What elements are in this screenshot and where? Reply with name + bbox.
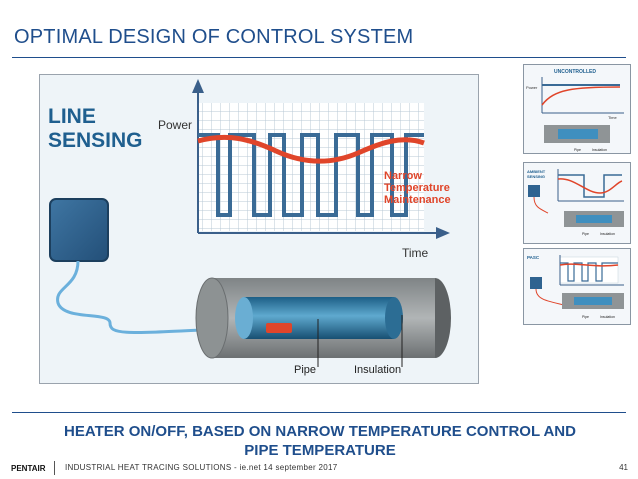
thumb1-heading: UNCONTROLLED (554, 69, 596, 75)
figure-heading-line1: LINE (48, 105, 96, 128)
thumbnail-pasc: PASC Pipe Insulation (523, 248, 631, 325)
thumb2-heading-line2: SENSING (527, 174, 545, 179)
footer-text: INDUSTRIAL HEAT TRACING SOLUTIONS - ie.n… (65, 463, 338, 472)
caption-divider (12, 412, 626, 413)
title-divider (12, 57, 626, 58)
thumb3-pipe-label: Pipe (582, 315, 589, 319)
x-axis-label: Time (402, 246, 429, 260)
temperature-sensor (266, 323, 292, 333)
power-signal (198, 133, 424, 217)
pipe-end (385, 297, 403, 339)
annotation-line2: Temperature (384, 182, 450, 194)
caption-line2: PIPE TEMPERATURE (244, 442, 396, 459)
thumb1-insulation-label: Insulation (592, 148, 607, 152)
brand-logo: PENTAIR (11, 464, 46, 473)
figure-heading-line2: SENSING (48, 129, 143, 152)
x-axis-arrow-icon (436, 227, 450, 239)
pipe-label: Pipe (294, 364, 316, 376)
insulation-front (195, 277, 229, 359)
thumbnail-ambient-sensing: AMBIENT SENSING Pipe Insulation (523, 162, 631, 244)
line-sensing-figure: LINE SENSING Power Time Narrow Temperatu… (39, 74, 479, 384)
thumb2-heading-line1: AMBIENT (527, 169, 546, 174)
thumbnail-pasc-illustration: PASC Pipe Insulation (527, 255, 624, 319)
slide-title: OPTIMAL DESIGN OF CONTROL SYSTEM (14, 26, 414, 48)
line-sensing-illustration: LINE SENSING Power Time Narrow Temperatu… (48, 79, 451, 376)
footer-separator (54, 461, 55, 475)
temperature-curve (197, 134, 425, 164)
slide-caption: HEATER ON/OFF, BASED ON NARROW TEMPERATU… (24, 422, 616, 460)
thumbnail-uncontrolled-illustration: UNCONTROLLED Power Time Pipe Insulation (526, 69, 624, 152)
slide-footer: PENTAIR INDUSTRIAL HEAT TRACING SOLUTION… (0, 458, 638, 478)
thumb3-insulation-label: Insulation (600, 315, 615, 319)
thumb1-time-label: Time (608, 115, 618, 120)
thumb1-pipe-label: Pipe (574, 148, 581, 152)
sensor-cable (56, 260, 269, 334)
annotation-line3: Maintenance (384, 194, 451, 206)
thumb3-heading: PASC (527, 255, 540, 260)
thumb2-insulation-label: Insulation (600, 232, 615, 236)
caption-line1: HEATER ON/OFF, BASED ON NARROW TEMPERATU… (64, 423, 576, 440)
thumb1-power-label: Power (526, 85, 538, 90)
thumbnail-ambient-sensing-illustration: AMBIENT SENSING Pipe Insulation (527, 169, 624, 236)
pipe (244, 297, 394, 339)
y-axis-arrow-icon (192, 79, 204, 93)
pipe-front (235, 297, 253, 339)
page-number: 41 (619, 463, 628, 472)
annotation-line1: Narrow (384, 170, 422, 182)
insulation-label: Insulation (354, 364, 401, 376)
thumbnail-uncontrolled: UNCONTROLLED Power Time Pipe Insulation (523, 64, 631, 154)
thumb2-pipe-label: Pipe (582, 232, 589, 236)
chart-grid (198, 103, 424, 231)
y-axis-label: Power (158, 118, 192, 132)
controller-box (49, 198, 109, 262)
